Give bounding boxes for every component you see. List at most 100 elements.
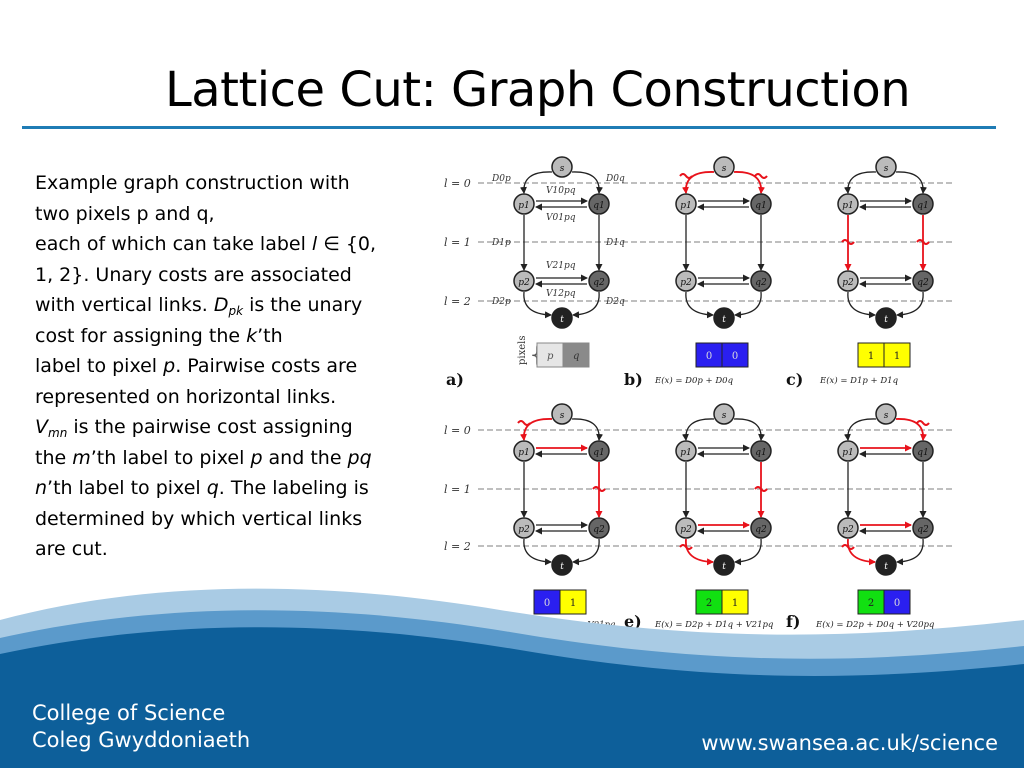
text-run: p [163,355,176,377]
pixel-q-box [562,342,590,368]
node-p2-label: p2 [680,278,692,288]
college-welsh: Coleg Gwyddoniaeth [32,728,251,752]
cut-mark [841,544,855,550]
text-run: ’th [257,324,283,347]
unary-label: D1p [491,238,511,248]
sink-node [713,554,735,576]
graph-edge [733,171,766,194]
cut-mark [916,420,930,426]
energy-equation: E(x) = D2p + D0q + V20pq [815,619,935,630]
graph-edge [571,418,604,441]
text-run: each of which can take label [35,233,312,255]
label-swatch-value: 1 [868,351,874,362]
label-swatch [721,589,749,615]
wave-dark [0,627,1024,768]
text-run: V [35,416,48,438]
level-label: l = 0 [444,177,471,190]
text-run: ’th label to pixel [90,446,251,469]
graph-edge [843,418,877,441]
label-swatch-value: 1 [732,598,738,609]
node-p1-label: p1 [518,448,530,458]
text-line: with vertical links. Dpk is the unary [35,290,410,321]
node-p1 [675,440,697,462]
label-swatch-value: 2 [868,598,874,609]
node-p2-label: p2 [680,525,692,535]
label-swatch-value: 1 [894,351,900,362]
level-lines-top [478,182,952,547]
label-swatch [533,589,561,615]
sink-node-label: t [560,562,564,572]
node-q2-label: q2 [755,278,767,288]
node-q1-label: q1 [917,448,929,458]
cut-mark [679,173,693,179]
graph-edge [519,171,553,194]
text-run: D [213,294,229,316]
cut-mark [679,544,693,550]
text-run: ∈ {0, [317,233,377,255]
text-run: determined by which vertical links [35,507,363,530]
sink-node [875,554,897,576]
college-name: College of Science Coleg Gwyddoniaeth [32,700,250,754]
graph-edge [572,291,600,319]
sink-node [875,307,897,329]
node-p2 [675,517,697,539]
node-p1 [837,440,859,462]
node-p1 [513,440,535,462]
node-p2 [513,517,535,539]
text-run: 1, 2}. Unary costs are associated [35,263,352,286]
text-run: is the unary [243,294,363,316]
college-english: College of Science [32,701,226,725]
graph-edge [572,538,600,566]
text-run: pk [228,304,244,318]
text-run: k [246,324,258,347]
node-q2-label: q2 [917,278,929,288]
sink-node [551,554,573,576]
text-run: q [206,477,219,499]
node-q1 [588,193,610,215]
panel-letter: c) [786,370,803,389]
text-run: n [35,477,48,499]
label-swatch [721,342,749,368]
node-p2-label: p2 [518,278,530,288]
node-q1-label: q1 [917,201,929,211]
text-line: determined by which vertical links [35,504,410,535]
pixels-legend: pixels { p q [517,336,590,370]
node-p2 [513,270,535,292]
node-p2-label: p2 [842,278,854,288]
text-run: with vertical links. [35,294,214,316]
label-swatch-value: 0 [706,351,712,362]
text-line: label to pixel p. Pairwise costs are [35,351,410,382]
text-run: cost for assigning the [35,324,247,347]
source-node [713,156,735,178]
slide-title: Lattice Cut: Graph Construction [165,62,911,118]
text-run: . Pairwise costs are [175,355,358,377]
panel-letter: b) [624,370,643,389]
text-run: pq [347,446,372,469]
graph-edge [733,418,766,441]
level-label: l = 2 [444,540,471,553]
graph-edge [681,418,715,441]
node-q1 [912,440,934,462]
node-q2-label: q2 [755,525,767,535]
cut-mark [754,173,768,179]
text-line: cost for assigning the k’th [35,321,410,352]
pairwise-label: V10pq [546,186,576,196]
sink-node [713,307,735,329]
level-label: l = 0 [444,424,471,437]
unary-label: D0q [605,174,625,184]
graph-edge [685,291,714,319]
node-q2 [912,270,934,292]
node-q2 [588,517,610,539]
sink-node-label: t [560,315,564,325]
source-node [713,403,735,425]
node-p1 [675,193,697,215]
graph-edge [847,291,876,319]
body-text: Example graph construction with two pixe… [35,168,410,565]
graph-edge [896,538,924,566]
footer-url[interactable]: www.swansea.ac.uk/science [701,731,998,755]
